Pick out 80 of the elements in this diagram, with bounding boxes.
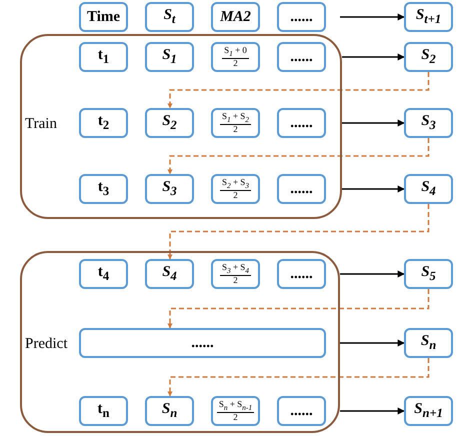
value-box (79, 108, 128, 138)
value-box (79, 174, 128, 204)
dashed-arrow (168, 72, 430, 108)
value-box (211, 259, 260, 289)
arrow (340, 408, 405, 414)
math-symbol: S$_{2}$ (421, 48, 436, 66)
cell-text: ...... (290, 50, 313, 64)
math-symbol: S$_{1}$ (162, 48, 177, 66)
value-box (277, 396, 326, 426)
value-box (277, 174, 326, 204)
group-label: Predict (25, 336, 68, 353)
cell-text: t$_{3}$ (98, 180, 110, 198)
fraction-text: S$_{1}$ + S$_{2}$ 2 (218, 112, 252, 134)
value-box (277, 2, 326, 32)
value-box (404, 328, 453, 358)
cell-text: t$_{1}$ (98, 48, 110, 66)
math-symbol: S$_{4}$ (421, 180, 436, 198)
arrow (340, 14, 405, 20)
group-label: Train (25, 116, 57, 133)
value-box (211, 108, 260, 138)
dashed-arrow (168, 289, 430, 328)
value-box (211, 174, 260, 204)
math-symbol: S$_{3}$ (162, 180, 177, 198)
math-symbol: S$_{t}$ (164, 8, 176, 26)
value-box (277, 259, 326, 289)
value-box (404, 174, 453, 204)
dashed-arrow (168, 138, 430, 174)
cell-text: t$_{2}$ (98, 114, 110, 132)
value-box (79, 42, 128, 72)
value-box (211, 42, 260, 72)
value-box (79, 259, 128, 289)
value-box (404, 2, 453, 32)
dashed-arrow (168, 358, 430, 396)
math-symbol: S$_{3}$ (421, 114, 436, 132)
math-symbol: S$_{5}$ (421, 265, 436, 283)
cell-text: Time (86, 10, 120, 24)
value-box (211, 2, 260, 32)
cell-text: ...... (290, 116, 313, 130)
value-box (145, 108, 194, 138)
math-symbol: MA2 (220, 10, 251, 24)
math-symbol: S$_{t+1}$ (416, 8, 442, 26)
cell-text: ...... (290, 404, 313, 418)
fraction-text: S$_{1}$ + 0 2 (221, 46, 250, 68)
value-box (79, 396, 128, 426)
arrow (342, 54, 405, 60)
arrow (342, 186, 405, 192)
cell-text: t$_{4}$ (98, 265, 110, 283)
value-box (145, 2, 194, 32)
value-box (145, 42, 194, 72)
value-box (211, 396, 260, 426)
math-symbol: S$_{n}$ (420, 334, 436, 352)
fraction-text: S$_{2}$ + S$_{3}$ 2 (218, 178, 252, 200)
cell-text: ...... (290, 182, 313, 196)
value-box (404, 259, 453, 289)
fraction-text: S$_{3}$ + S$_{4}$ 2 (218, 262, 252, 286)
value-box (145, 174, 194, 204)
cell-text: ...... (290, 10, 313, 24)
value-box (404, 108, 453, 138)
fraction-text: S$_{n}$ + S$_{n-1}$ 2 (216, 400, 256, 422)
group-panel (20, 251, 340, 433)
cell-text: ...... (191, 336, 214, 350)
group-panel (20, 34, 342, 219)
value-box (277, 42, 326, 72)
value-box (277, 108, 326, 138)
cell-text: ...... (290, 266, 313, 282)
value-box (404, 396, 453, 426)
value-box (79, 328, 326, 358)
arrow (342, 120, 405, 126)
math-symbol: S$_{n}$ (162, 402, 178, 420)
value-box (145, 259, 194, 289)
dashed-arrow (168, 204, 430, 260)
value-box (404, 42, 453, 72)
value-box (145, 396, 194, 426)
arrow (340, 340, 405, 346)
arrow (340, 270, 405, 278)
cell-text: t$_{n}$ (98, 402, 110, 420)
math-symbol: S$_{4}$ (162, 265, 177, 283)
math-symbol: S$_{n+1}$ (414, 402, 443, 420)
value-box (79, 2, 128, 32)
math-symbol: S$_{2}$ (162, 114, 177, 132)
